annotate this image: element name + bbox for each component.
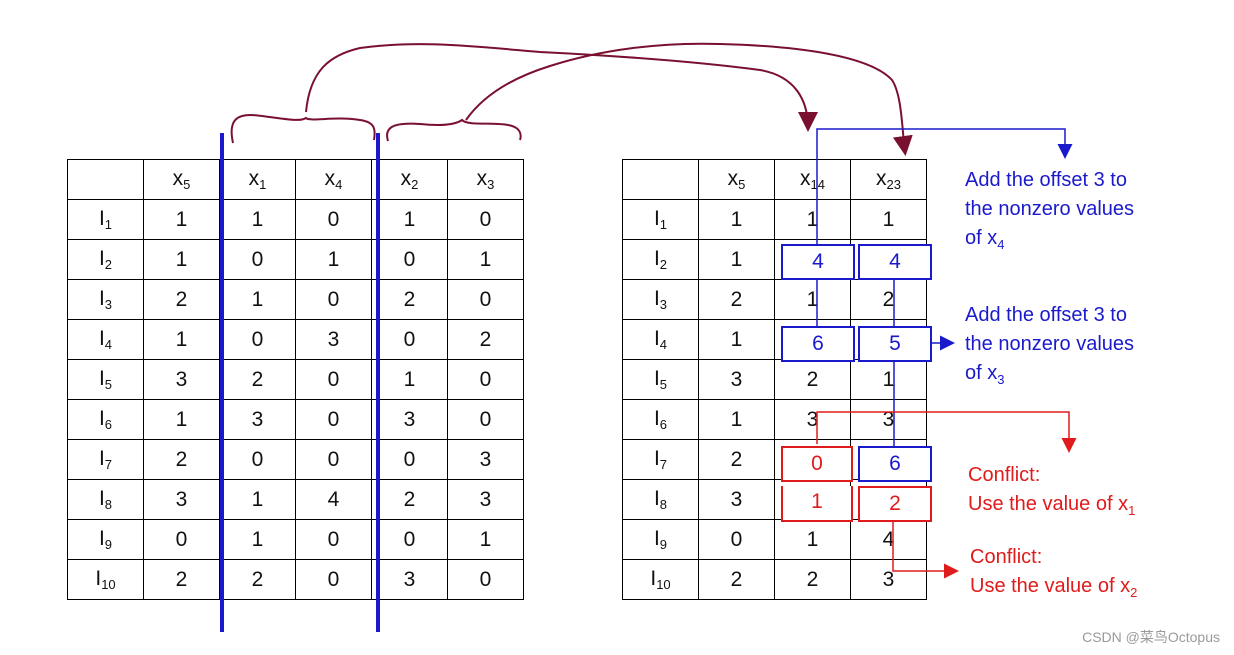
cell-r4-x23: 5 bbox=[858, 326, 932, 362]
note-offset-x3: Add the offset 3 to the nonzero values o… bbox=[965, 304, 1135, 387]
row-label: I1 bbox=[622, 199, 699, 240]
row-label: I5 bbox=[622, 359, 699, 400]
table-cell: 0 bbox=[447, 559, 524, 600]
table-cell: 2 bbox=[698, 559, 775, 600]
row-label: I8 bbox=[622, 479, 699, 520]
table-cell: 1 bbox=[447, 239, 524, 280]
table-cell: 1 bbox=[143, 399, 220, 440]
table-cell: 0 bbox=[219, 319, 296, 360]
column-header: x14 bbox=[774, 159, 851, 200]
cell-r8-x14: 1 bbox=[781, 486, 853, 522]
table-cell: 1 bbox=[698, 399, 775, 440]
table-cell: 2 bbox=[774, 559, 851, 600]
table-cell: 4 bbox=[295, 479, 372, 520]
table-cell: 0 bbox=[447, 359, 524, 400]
cell-r2-x14: 4 bbox=[781, 244, 855, 280]
cell-r8-x23: 2 bbox=[858, 486, 932, 522]
row-label: I9 bbox=[622, 519, 699, 560]
table-cell: 3 bbox=[850, 559, 927, 600]
cell-r2-x23: 4 bbox=[858, 244, 932, 280]
table-cell: 0 bbox=[295, 279, 372, 320]
table-cell: 3 bbox=[447, 439, 524, 480]
table-cell: 0 bbox=[143, 519, 220, 560]
note-conflict-x1: Conflict: Use the value of x1 bbox=[968, 464, 1136, 518]
arrow-to-x14 bbox=[305, 43, 818, 132]
note-conflict-x2: Conflict: Use the value of x2 bbox=[970, 546, 1138, 600]
blue-arrow-top bbox=[816, 128, 1073, 244]
corner-cell bbox=[67, 159, 144, 200]
table-cell: 0 bbox=[295, 199, 372, 240]
row-label: I3 bbox=[67, 279, 144, 320]
table-cell: 1 bbox=[219, 199, 296, 240]
table-cell: 0 bbox=[447, 279, 524, 320]
red-arrow-top bbox=[816, 411, 1077, 453]
cell-r7-x14: 0 bbox=[781, 446, 853, 482]
table-cell: 1 bbox=[219, 519, 296, 560]
table-cell: 2 bbox=[850, 279, 927, 320]
row-label: I9 bbox=[67, 519, 144, 560]
table-cell: 0 bbox=[295, 559, 372, 600]
table-cell: 3 bbox=[698, 359, 775, 400]
row-label: I7 bbox=[622, 439, 699, 480]
table-cell: 3 bbox=[698, 479, 775, 520]
table-cell: 3 bbox=[371, 559, 448, 600]
row-label: I3 bbox=[622, 279, 699, 320]
table-cell: 1 bbox=[698, 239, 775, 280]
table-cell: 2 bbox=[774, 359, 851, 400]
table-cell: 0 bbox=[447, 399, 524, 440]
arrow-to-x23 bbox=[465, 42, 913, 156]
table-cell: 2 bbox=[371, 479, 448, 520]
watermark: CSDN @菜鸟Octopus bbox=[1082, 629, 1220, 645]
row-label: I10 bbox=[622, 559, 699, 600]
table-cell: 3 bbox=[774, 399, 851, 440]
row-label: I7 bbox=[67, 439, 144, 480]
table-cell: 1 bbox=[143, 319, 220, 360]
table-cell: 0 bbox=[371, 239, 448, 280]
brace-x1-x4 bbox=[230, 114, 376, 144]
table-cell: 1 bbox=[219, 479, 296, 520]
column-header: x3 bbox=[447, 159, 524, 200]
table-cell: 2 bbox=[143, 559, 220, 600]
table-cell: 0 bbox=[698, 519, 775, 560]
table-cell: 1 bbox=[698, 319, 775, 360]
cell-r4-x14: 6 bbox=[781, 326, 855, 362]
note-offset-x4: Add the offset 3 to the nonzero values o… bbox=[965, 169, 1135, 252]
table-cell: 1 bbox=[698, 199, 775, 240]
table-cell: 0 bbox=[295, 519, 372, 560]
table-cell: 2 bbox=[219, 559, 296, 600]
row-label: I10 bbox=[67, 559, 144, 600]
table-cell: 1 bbox=[143, 199, 220, 240]
table-cell: 2 bbox=[371, 279, 448, 320]
table-cell: 3 bbox=[143, 479, 220, 520]
row-label: I2 bbox=[67, 239, 144, 280]
row-label: I6 bbox=[67, 399, 144, 440]
table-cell: 2 bbox=[698, 439, 775, 480]
table-cell: 2 bbox=[447, 319, 524, 360]
corner-cell bbox=[622, 159, 699, 200]
cell-r7-x23: 6 bbox=[858, 446, 932, 482]
table-cell: 0 bbox=[219, 439, 296, 480]
brace-x2-x3 bbox=[386, 118, 522, 142]
red-arrow-bottom bbox=[892, 522, 959, 579]
table-cell: 0 bbox=[295, 439, 372, 480]
table-cell: 0 bbox=[295, 359, 372, 400]
table-cell: 1 bbox=[371, 199, 448, 240]
